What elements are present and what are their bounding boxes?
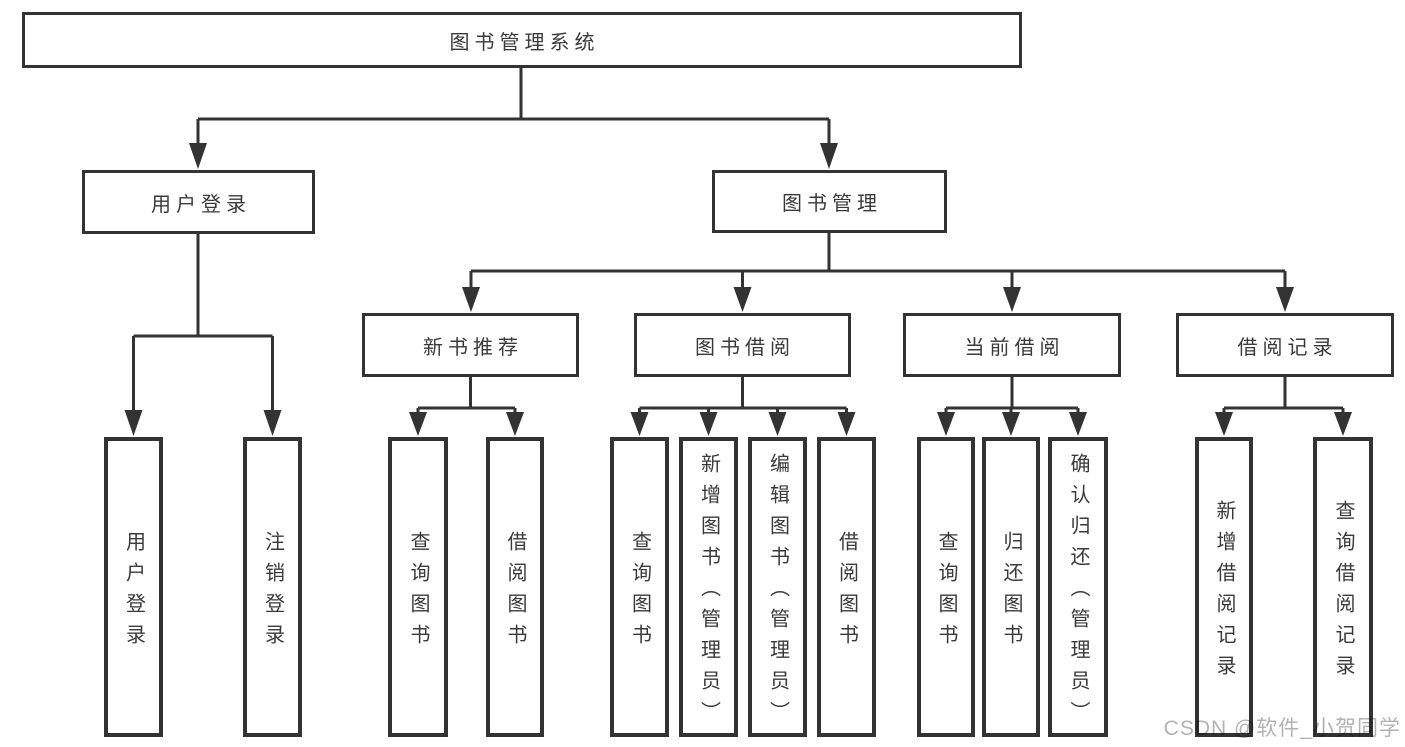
leaf-borrow-books-recommend-label: 借阅图书 (504, 530, 526, 655)
leaf-query-borrow-record-label: 查询借阅记录 (1332, 499, 1354, 686)
leaf-query-books-recommend-label: 查询图书 (407, 530, 429, 655)
watermark-text: CSDN @软件_小贺同学 (1163, 717, 1401, 740)
leaf-query-books-current: 查询图书 (917, 437, 975, 737)
leaf-add-books-admin-label: 新增图书（管理员） (697, 453, 720, 732)
leaf-edit-books-admin: 编辑图书（管理员） (748, 437, 807, 737)
node-borrowing-records: 借阅记录 (1176, 313, 1394, 377)
leaf-borrow-books-borrowing-label: 借阅图书 (835, 530, 858, 655)
leaf-return-books: 归还图书 (982, 437, 1040, 737)
node-book-borrowing: 图书借阅 (634, 313, 851, 377)
node-library-management-system: 图书管理系统 (22, 12, 1022, 68)
leaf-user-login-label: 用户登录 (122, 530, 145, 655)
node-book-management: 图书管理 (712, 170, 947, 233)
node-current-borrowing: 当前借阅 (903, 313, 1121, 377)
leaf-user-login: 用户登录 (104, 437, 163, 737)
leaf-query-books-recommend: 查询图书 (388, 437, 448, 737)
node-user-login: 用户登录 (82, 170, 315, 234)
leaf-query-books-borrowing-label: 查询图书 (628, 530, 651, 655)
leaf-confirm-return-admin-label: 确认归还（管理员） (1067, 453, 1089, 732)
leaf-return-books-label: 归还图书 (1000, 530, 1022, 655)
leaf-borrow-books-recommend: 借阅图书 (486, 437, 544, 737)
leaf-borrow-books-borrowing: 借阅图书 (817, 437, 876, 737)
leaf-confirm-return-admin: 确认归还（管理员） (1048, 437, 1108, 737)
leaf-add-borrow-record: 新增借阅记录 (1195, 437, 1253, 737)
leaf-logout-label: 注销登录 (261, 530, 284, 655)
node-new-book-recommendation: 新书推荐 (362, 313, 579, 377)
arrowheads (124, 143, 1352, 436)
leaf-query-borrow-record: 查询借阅记录 (1313, 437, 1373, 737)
leaf-logout: 注销登录 (243, 437, 302, 737)
leaf-query-books-borrowing: 查询图书 (610, 437, 669, 737)
leaf-add-books-admin: 新增图书（管理员） (679, 437, 738, 737)
leaf-add-borrow-record-label: 新增借阅记录 (1213, 499, 1235, 686)
leaf-edit-books-admin-label: 编辑图书（管理员） (766, 453, 789, 732)
leaf-query-books-current-label: 查询图书 (935, 530, 957, 655)
